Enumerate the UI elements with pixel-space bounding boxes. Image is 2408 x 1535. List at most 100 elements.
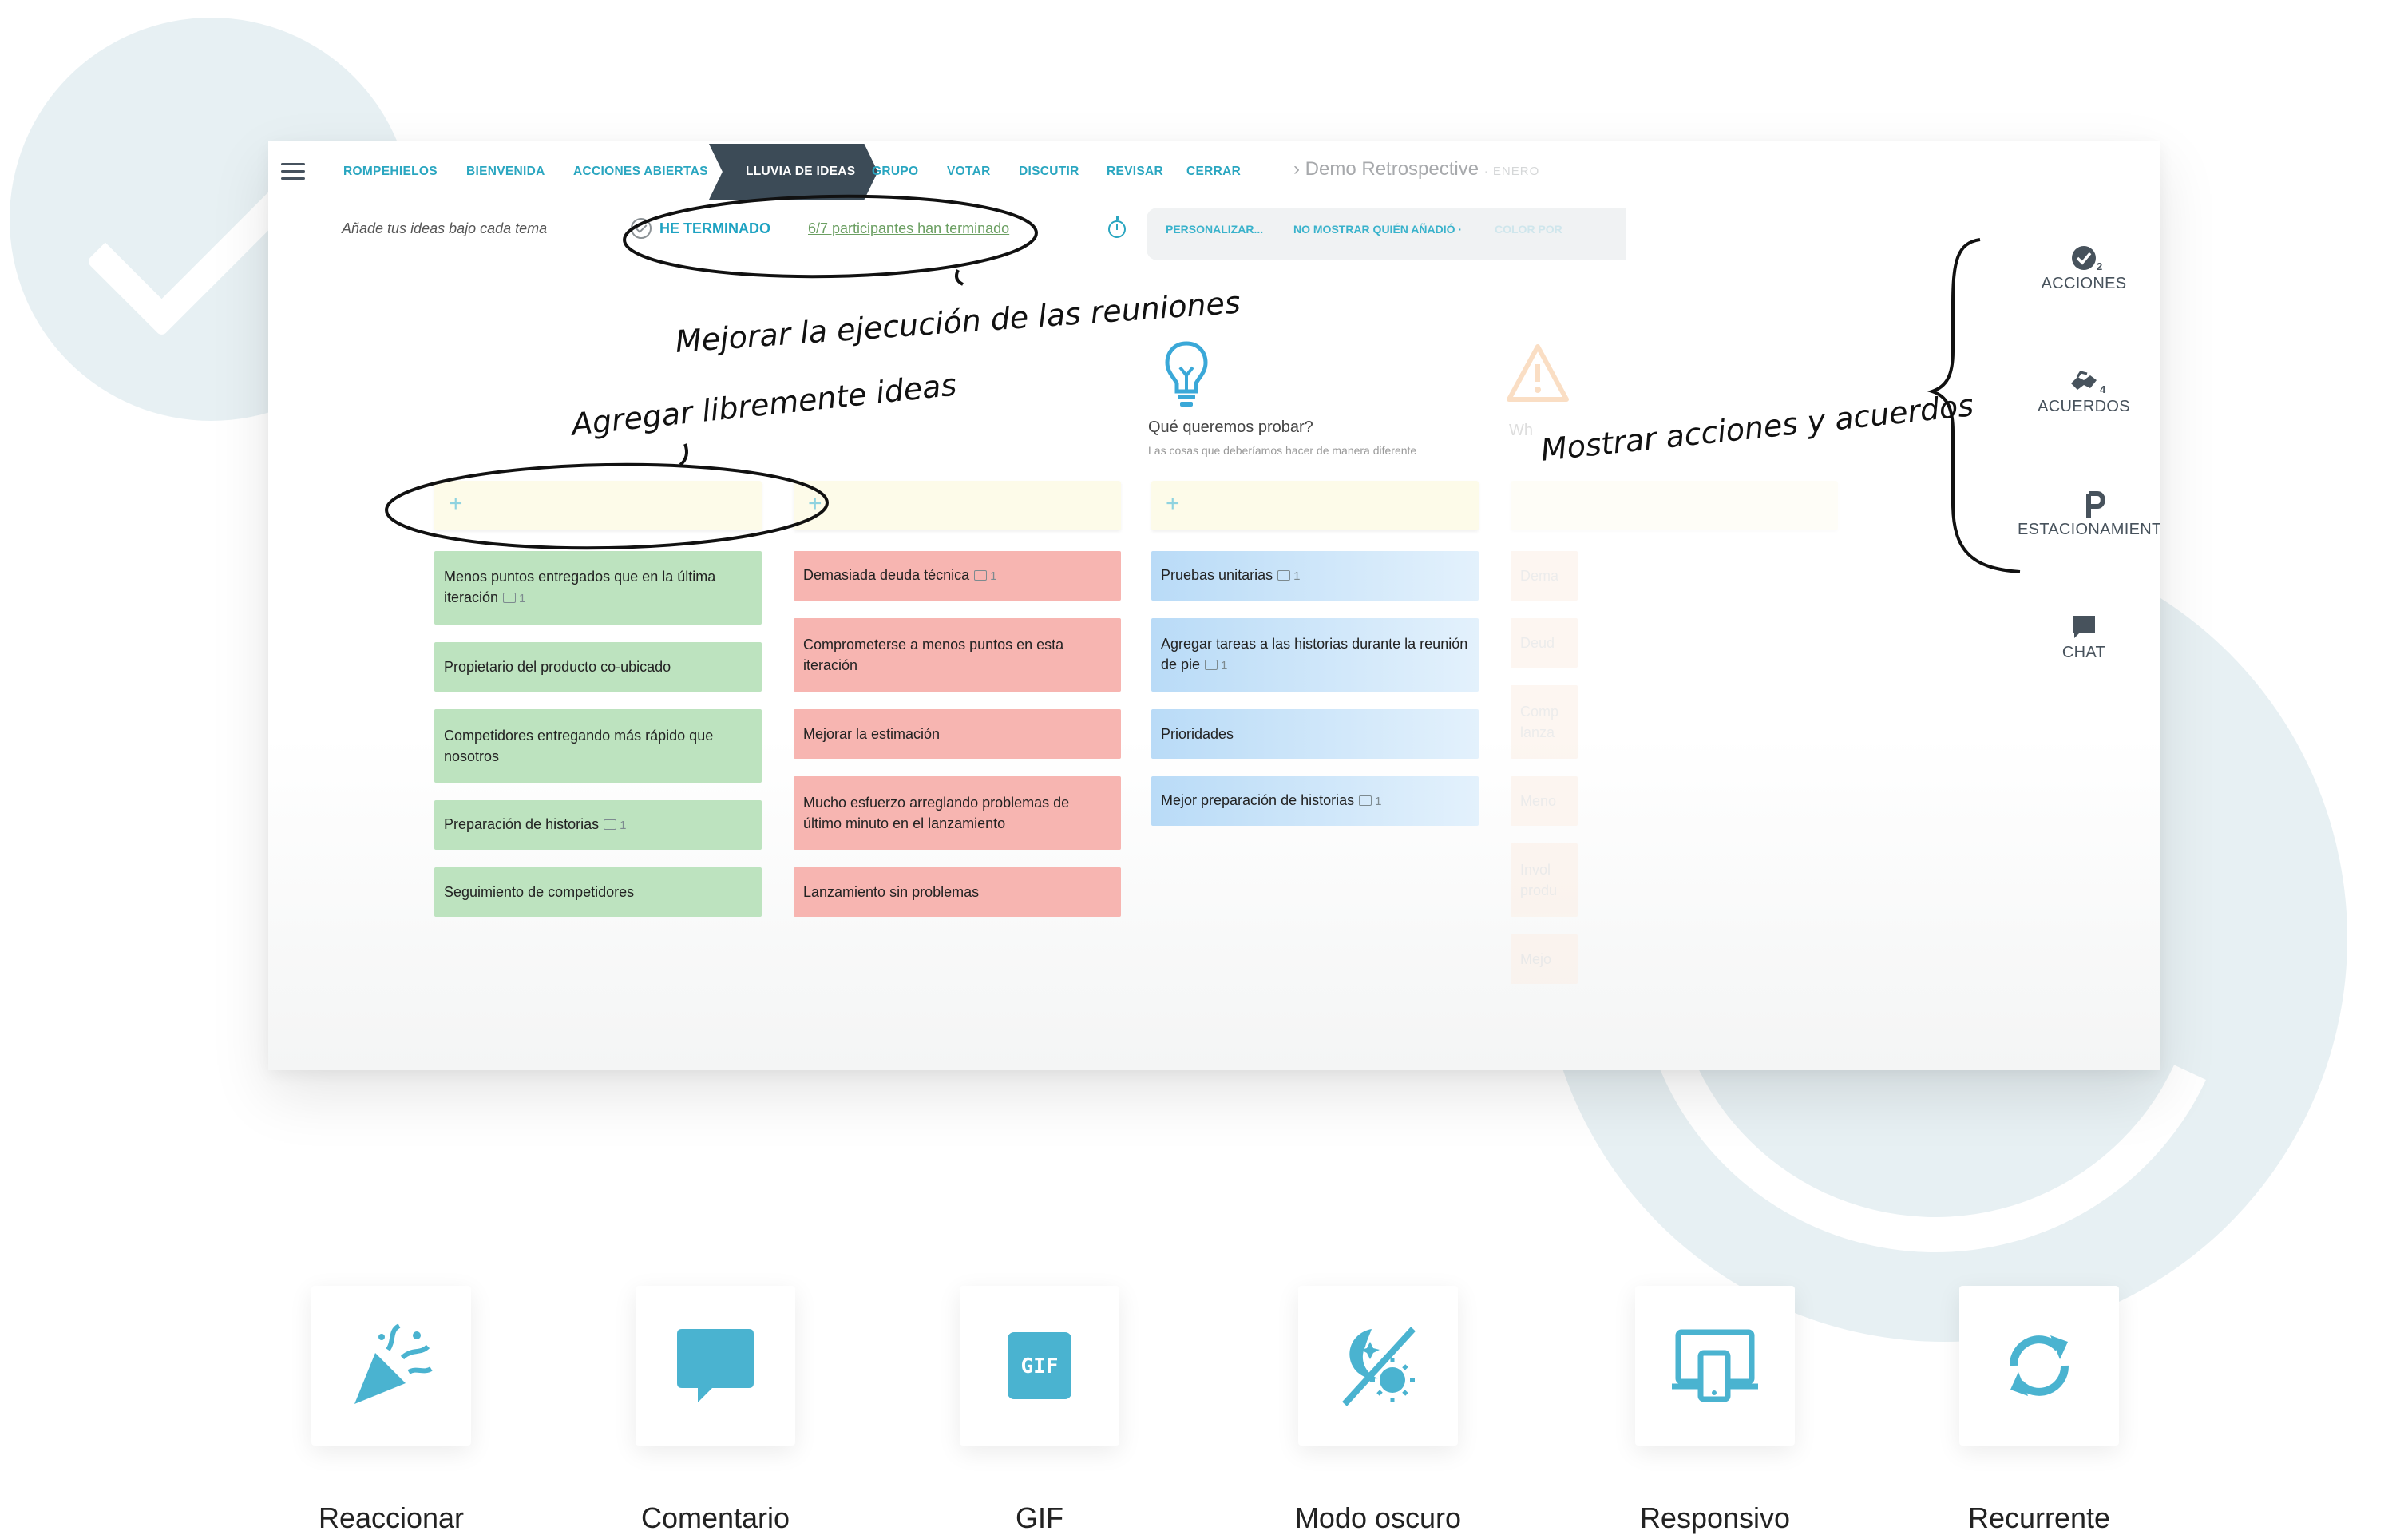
idea-text: Deud <box>1520 635 1555 651</box>
feature-comentario[interactable] <box>636 1286 795 1446</box>
column-title-fourth: Wh <box>1509 422 1533 439</box>
warning-icon <box>1507 344 1569 402</box>
step-revisar[interactable]: REVISAR <box>1107 165 1164 178</box>
participants-finished-link[interactable]: 6/7 participantes han terminado <box>808 220 1010 236</box>
idea-text: Invol produ <box>1520 862 1558 898</box>
gif-icon-text: GIF <box>1020 1355 1059 1378</box>
comment-count: 1 <box>1359 791 1381 812</box>
recurring-icon <box>2009 1335 2069 1396</box>
feature-responsivo[interactable] <box>1635 1286 1795 1446</box>
comment-count: 1 <box>604 815 626 836</box>
idea-card-faded[interactable]: Invol produ <box>1511 843 1578 917</box>
comment-icon <box>1277 570 1291 581</box>
check-circle-icon <box>2072 246 2096 270</box>
add-idea-box-2[interactable]: + <box>794 481 1121 530</box>
parking-icon <box>2086 491 2105 518</box>
color-by-option[interactable]: COLOR POR <box>1495 223 1562 236</box>
idea-card[interactable]: Propietario del producto co-ubicado <box>434 642 762 692</box>
hide-author-option[interactable]: NO MOSTRAR QUIÉN AÑADIÓ · <box>1293 223 1463 236</box>
sidebar-item-estacionamiento[interactable]: ESTACIONAMIENTO <box>2012 487 2160 539</box>
sidebar-item-chat[interactable]: CHAT <box>2012 610 2156 662</box>
responsive-devices-icon <box>1672 1329 1758 1402</box>
idea-card-faded[interactable]: Mejo <box>1511 934 1578 984</box>
column-subtitle-try: Las cosas que deberíamos hacer de manera… <box>1148 444 1417 457</box>
idea-text: Seguimiento de competidores <box>444 884 635 900</box>
instructions-text: Añade tus ideas bajo cada tema <box>342 220 548 236</box>
plus-icon: + <box>1166 490 1180 517</box>
feature-label: Responsivo <box>1639 1501 1791 1534</box>
step-acciones-abiertas[interactable]: ACCIONES ABIERTAS <box>573 165 708 178</box>
breadcrumb-title: Demo Retrospective <box>1305 158 1479 180</box>
idea-card[interactable]: Competidores entregando más rápido que n… <box>434 709 762 783</box>
idea-card-faded[interactable]: Deud <box>1511 618 1578 668</box>
idea-text: Dema <box>1520 568 1559 584</box>
idea-text: Comp lanza <box>1520 704 1559 740</box>
add-idea-box-4[interactable] <box>1511 481 1838 530</box>
step-votar[interactable]: VOTAR <box>947 165 991 178</box>
sidebar-item-label: ACUERDOS <box>2038 398 2130 415</box>
idea-text: Mejorar la estimación <box>803 726 941 742</box>
handshake-icon <box>2071 371 2097 390</box>
idea-card[interactable]: Mejorar la estimación <box>794 709 1121 759</box>
idea-card-faded[interactable]: Comp lanza <box>1511 685 1578 759</box>
feature-modo-oscuro[interactable] <box>1298 1286 1458 1446</box>
top-navigation-bar: ROMPEHIELOS BIENVENIDA ACCIONES ABIERTAS… <box>268 141 2160 204</box>
idea-text: Lanzamiento sin problemas <box>803 884 980 900</box>
sidebar-item-acuerdos[interactable]: 4 ACUERDOS <box>2012 364 2156 416</box>
step-cerrar[interactable]: CERRAR <box>1186 165 1242 178</box>
idea-card[interactable]: Comprometerse a menos puntos en esta ite… <box>794 618 1121 692</box>
breadcrumb-date: · ENERO <box>1483 165 1540 178</box>
breadcrumb[interactable]: › Demo Retrospective · ENERO <box>1293 158 1539 180</box>
feature-label: Reaccionar <box>318 1501 465 1534</box>
sidebar-item-label: ESTACIONAMIENTO <box>2017 521 2160 538</box>
hamburger-menu-icon[interactable] <box>281 163 305 180</box>
comment-count: 1 <box>1205 656 1227 676</box>
chat-icon <box>2073 616 2095 638</box>
check-circle-icon <box>631 218 652 239</box>
finished-button-label: HE TERMINADO <box>659 220 770 236</box>
comment-icon <box>503 593 517 603</box>
comment-icon <box>974 570 988 581</box>
feature-label: GIF <box>1016 1501 1063 1534</box>
idea-card[interactable]: Prioridades <box>1151 709 1479 759</box>
customize-option[interactable]: PERSONALIZAR... <box>1166 223 1264 236</box>
column-title-try: Qué queremos probar? <box>1148 418 1313 436</box>
step-lluvia-de-ideas[interactable]: LLUVIA DE IDEAS <box>709 144 878 200</box>
board-options-bar <box>1147 208 1626 260</box>
idea-text: Prioridades <box>1161 726 1234 742</box>
idea-card[interactable]: Lanzamiento sin problemas <box>794 867 1121 917</box>
step-bienvenida[interactable]: BIENVENIDA <box>466 165 545 178</box>
sidebar-item-acciones[interactable]: 2 ACCIONES <box>2012 241 2156 293</box>
idea-text: Mucho esfuerzo arreglando problemas de ú… <box>803 795 1070 831</box>
idea-card-faded[interactable]: Meno <box>1511 776 1578 826</box>
feature-gif[interactable]: GIF <box>960 1286 1119 1446</box>
step-grupo[interactable]: GRUPO <box>872 165 919 178</box>
idea-card[interactable]: Seguimiento de competidores <box>434 867 762 917</box>
comment-count: 1 <box>974 566 996 587</box>
idea-card[interactable]: Menos puntos entregados que en la última… <box>434 551 762 625</box>
feature-label: Modo oscuro <box>1294 1501 1462 1534</box>
step-discutir[interactable]: DISCUTIR <box>1019 165 1079 178</box>
feature-recurrente[interactable] <box>1959 1286 2119 1446</box>
comment-icon <box>1359 795 1372 806</box>
feature-label: Comentario <box>640 1501 790 1534</box>
timer-icon[interactable] <box>1108 216 1126 238</box>
step-rompehielos[interactable]: ROMPEHIELOS <box>343 165 438 178</box>
idea-card[interactable]: Mucho esfuerzo arreglando problemas de ú… <box>794 776 1121 850</box>
dark-mode-icon <box>1342 1327 1416 1406</box>
idea-card[interactable]: Agregar tareas a las historias durante l… <box>1151 618 1479 692</box>
finished-button[interactable]: HE TERMINADO <box>631 212 770 244</box>
idea-card-faded[interactable]: Dema <box>1511 551 1578 601</box>
feature-reaccionar[interactable] <box>311 1286 471 1446</box>
add-idea-box-3[interactable]: + <box>1151 481 1479 530</box>
lightbulb-icon <box>1165 341 1208 407</box>
comment-icon <box>677 1329 754 1402</box>
idea-text: Competidores entregando más rápido que n… <box>444 728 714 764</box>
add-idea-box-1[interactable]: + <box>434 481 762 530</box>
